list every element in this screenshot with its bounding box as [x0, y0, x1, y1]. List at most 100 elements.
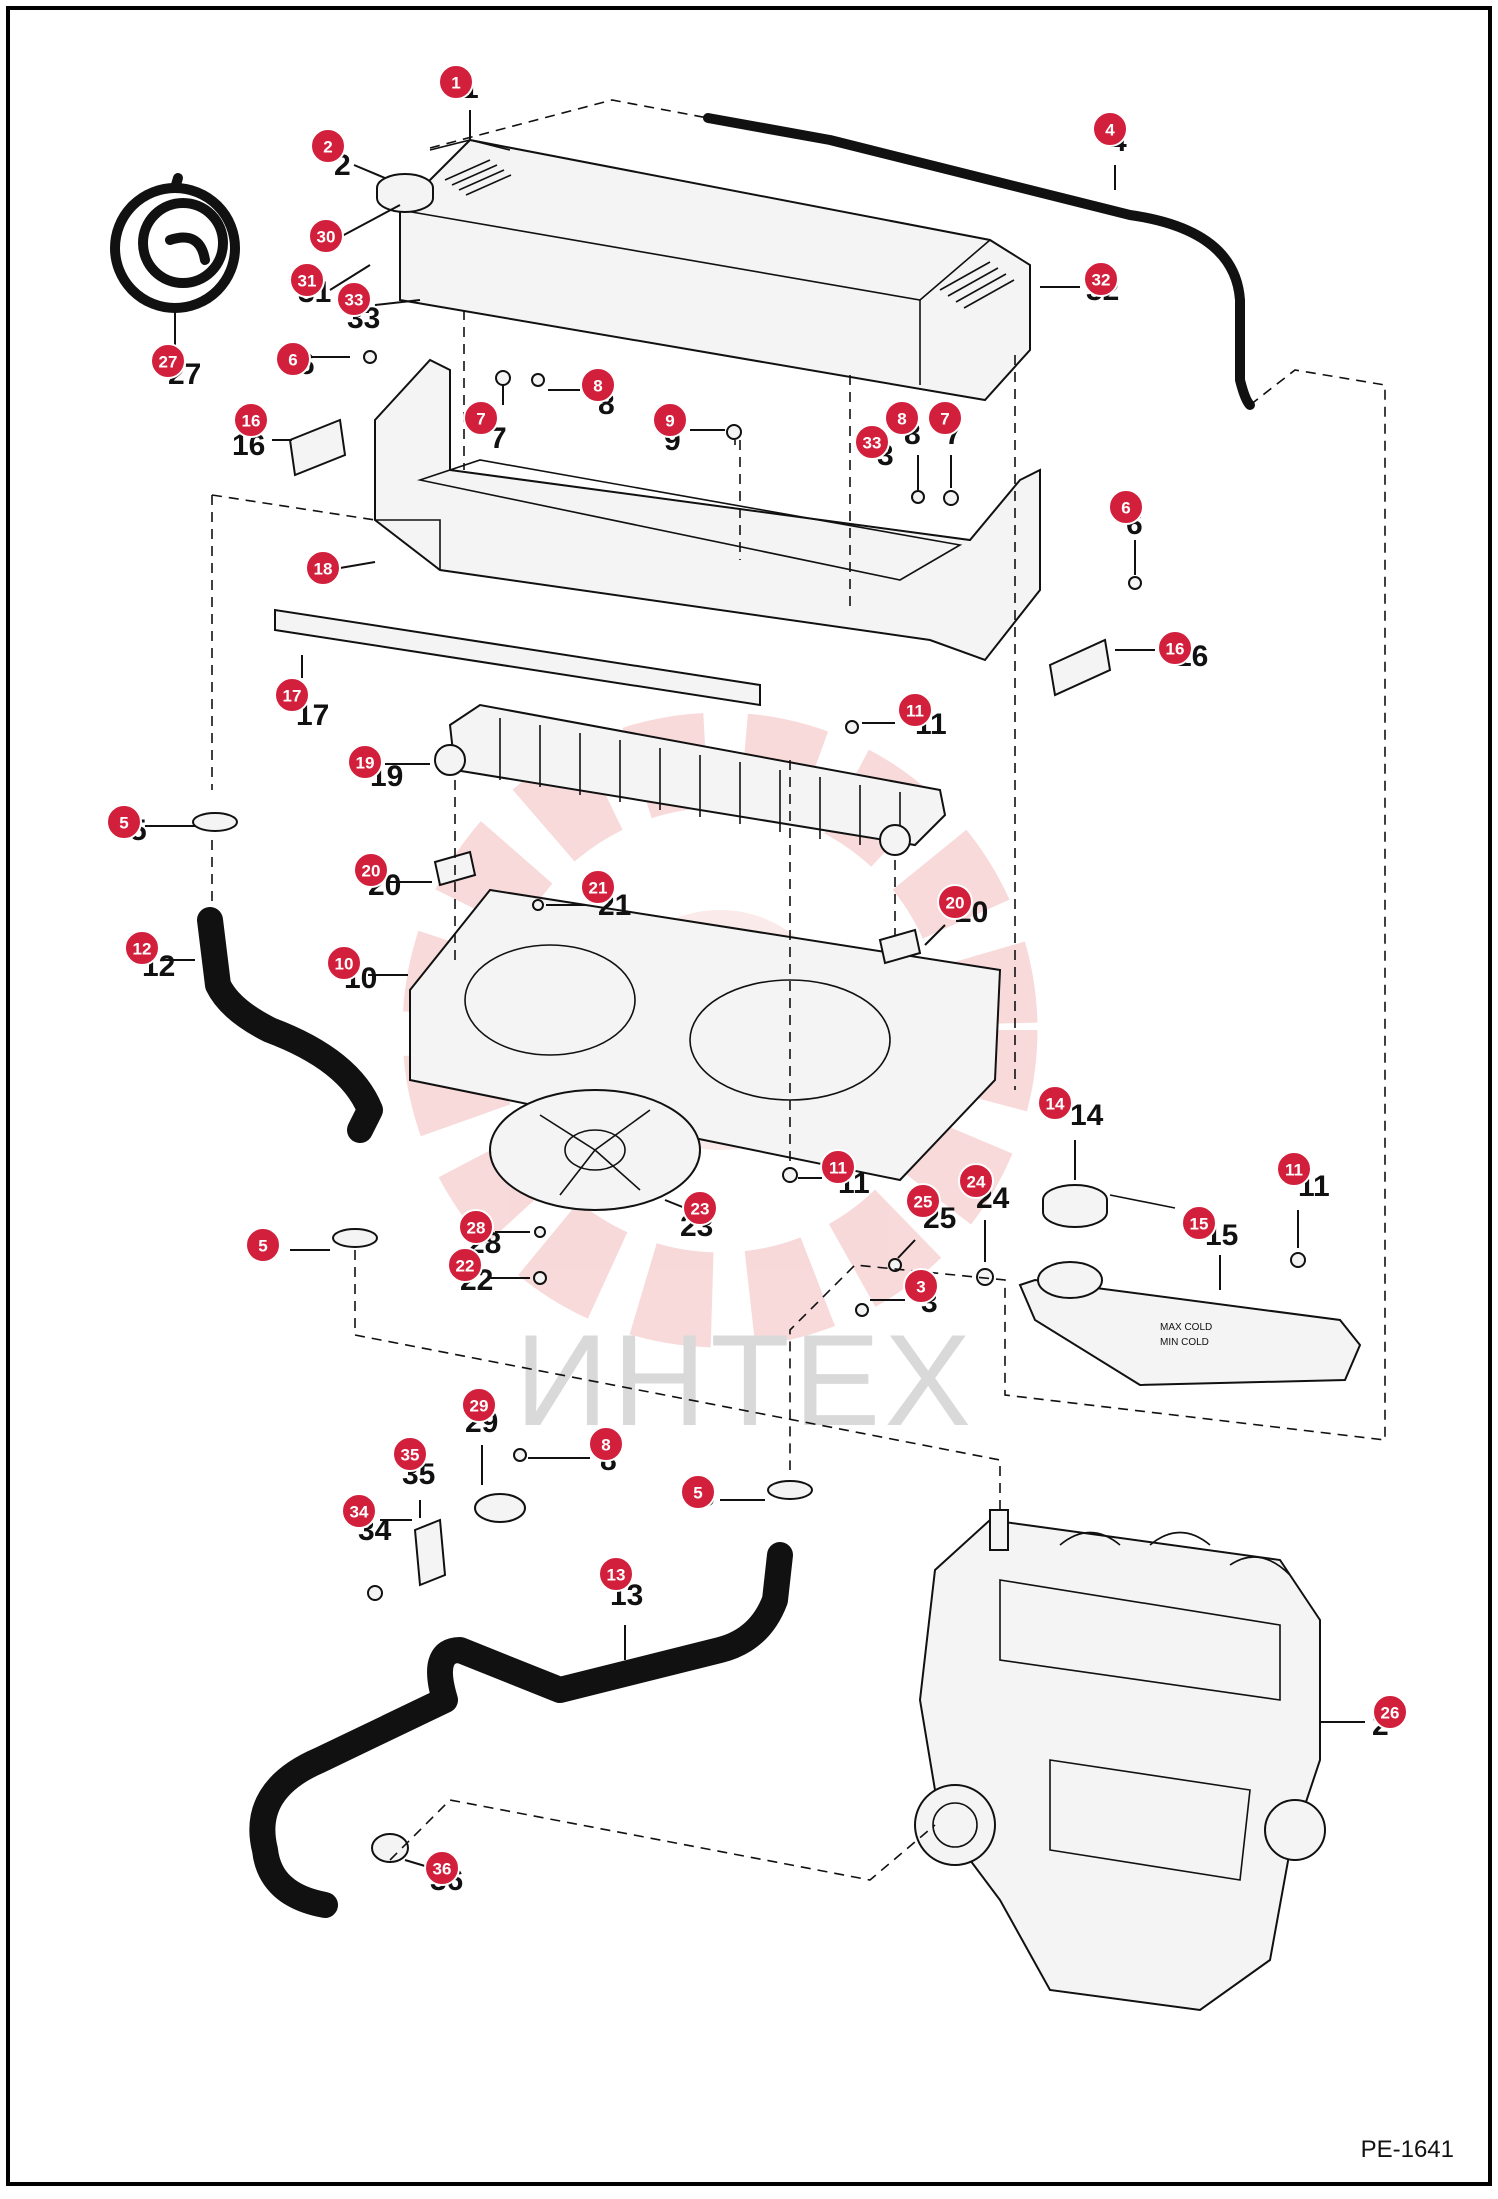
callout-badge — [652, 402, 688, 438]
callout-badge-number: 35 — [401, 1446, 420, 1465]
callout-badge-number: 16 — [1166, 640, 1185, 659]
radiator-cap — [376, 173, 434, 213]
callout-badge-number: 1 — [451, 74, 460, 93]
callout-badge-number: 26 — [1381, 1704, 1400, 1723]
callout-badge-number: 31 — [298, 272, 317, 291]
coiled-hose — [110, 173, 240, 313]
callout-badge-number: 14 — [1046, 1095, 1065, 1114]
callout-badge — [1372, 1694, 1408, 1730]
callout-badge — [233, 402, 269, 438]
callout-badge — [598, 1556, 634, 1592]
callout-4: 44 — [1092, 111, 1128, 190]
callout-badge-number: 21 — [589, 879, 608, 898]
hose-clamp-5-top — [192, 812, 238, 832]
callout-badge-number: 19 — [356, 754, 375, 773]
callout-badge — [927, 400, 963, 436]
callout-badge — [682, 1190, 718, 1226]
callout-6: 66 — [1108, 489, 1144, 575]
callout-badge-number: 12 — [133, 940, 152, 959]
callout-badge — [820, 1149, 856, 1185]
callout-badge-number: 10 — [335, 955, 354, 974]
callout-badge-number: 20 — [946, 894, 965, 913]
callout-badge — [353, 852, 389, 888]
callout-badge-number: 2 — [323, 138, 332, 157]
callout-badge — [580, 869, 616, 905]
callout-7: 77 — [463, 385, 507, 455]
foam-strip-16-left — [288, 418, 347, 477]
callout-badge — [308, 218, 344, 254]
callout-badge — [150, 343, 186, 379]
callout-badge — [245, 1227, 281, 1263]
callout-badge — [1276, 1151, 1312, 1187]
callout-32: 3232 — [1040, 261, 1119, 307]
callout-badge-number: 6 — [288, 351, 297, 370]
callout-badge — [461, 1387, 497, 1423]
rubber-mount-20-right — [878, 928, 922, 965]
callout-badge — [336, 281, 372, 317]
callout-badge — [326, 945, 362, 981]
callout-leader-line — [329, 264, 371, 291]
callout-badge — [289, 262, 325, 298]
callout-33: 333 — [854, 424, 894, 472]
callout-8: 88 — [528, 1426, 624, 1477]
callout-badge-number: 5 — [693, 1484, 702, 1503]
radiator-tank — [399, 138, 1031, 402]
overflow-hose — [703, 113, 1255, 410]
callout-badge-number: 29 — [470, 1397, 489, 1416]
callout-badge — [680, 1474, 716, 1510]
callout-3: 33 — [870, 1268, 939, 1319]
callout-badge-number: 11 — [829, 1159, 847, 1178]
callout-badge — [305, 550, 341, 586]
callout-badge — [341, 1493, 377, 1529]
coolant-reservoir: MAX COLD MIN COLD — [1018, 1261, 1362, 1387]
callout-badge-number: 24 — [967, 1173, 986, 1192]
callout-badge — [275, 341, 311, 377]
lower-hose-12 — [197, 907, 383, 1143]
callout-badge — [958, 1163, 994, 1199]
callout-badge-number: 9 — [665, 412, 674, 431]
callout-9: 99 — [652, 402, 725, 457]
callout-badge-number: 5 — [119, 814, 128, 833]
callout-badge — [106, 804, 142, 840]
foam-strip-17 — [274, 608, 761, 707]
callout-layer: 1122303131333327274432326688771616993338… — [106, 64, 1408, 1897]
assembly-dashed-lines — [211, 99, 1386, 1881]
callout-8: 88 — [548, 367, 616, 421]
callout-badge-number: 33 — [345, 291, 364, 310]
callout-badge-number: 32 — [1092, 271, 1111, 290]
callout-30: 30 — [308, 204, 401, 254]
callout-badge-number: 8 — [593, 377, 602, 396]
callout-badge-number: 28 — [467, 1219, 486, 1238]
watermark-text: ИНТЕХ — [515, 1307, 975, 1453]
bracket-34-35 — [413, 1518, 447, 1587]
callout-36: 3636 — [404, 1850, 463, 1897]
heat-exchanger — [434, 703, 947, 856]
drawing-code: PE-1641 — [1360, 2136, 1454, 2163]
callout-badge — [124, 930, 160, 966]
callout-badge-number: 18 — [314, 560, 333, 579]
callout-26: 226 — [1320, 1694, 1408, 1742]
dipstick — [1109, 1194, 1176, 1209]
foam-strip-16-right — [1048, 638, 1112, 697]
callout-badge — [392, 1436, 428, 1472]
callout-2: 22 — [310, 128, 386, 182]
callout-leader-line — [924, 924, 946, 946]
callout-badge-number: 4 — [1105, 121, 1115, 140]
callout-leader-line — [374, 299, 421, 306]
